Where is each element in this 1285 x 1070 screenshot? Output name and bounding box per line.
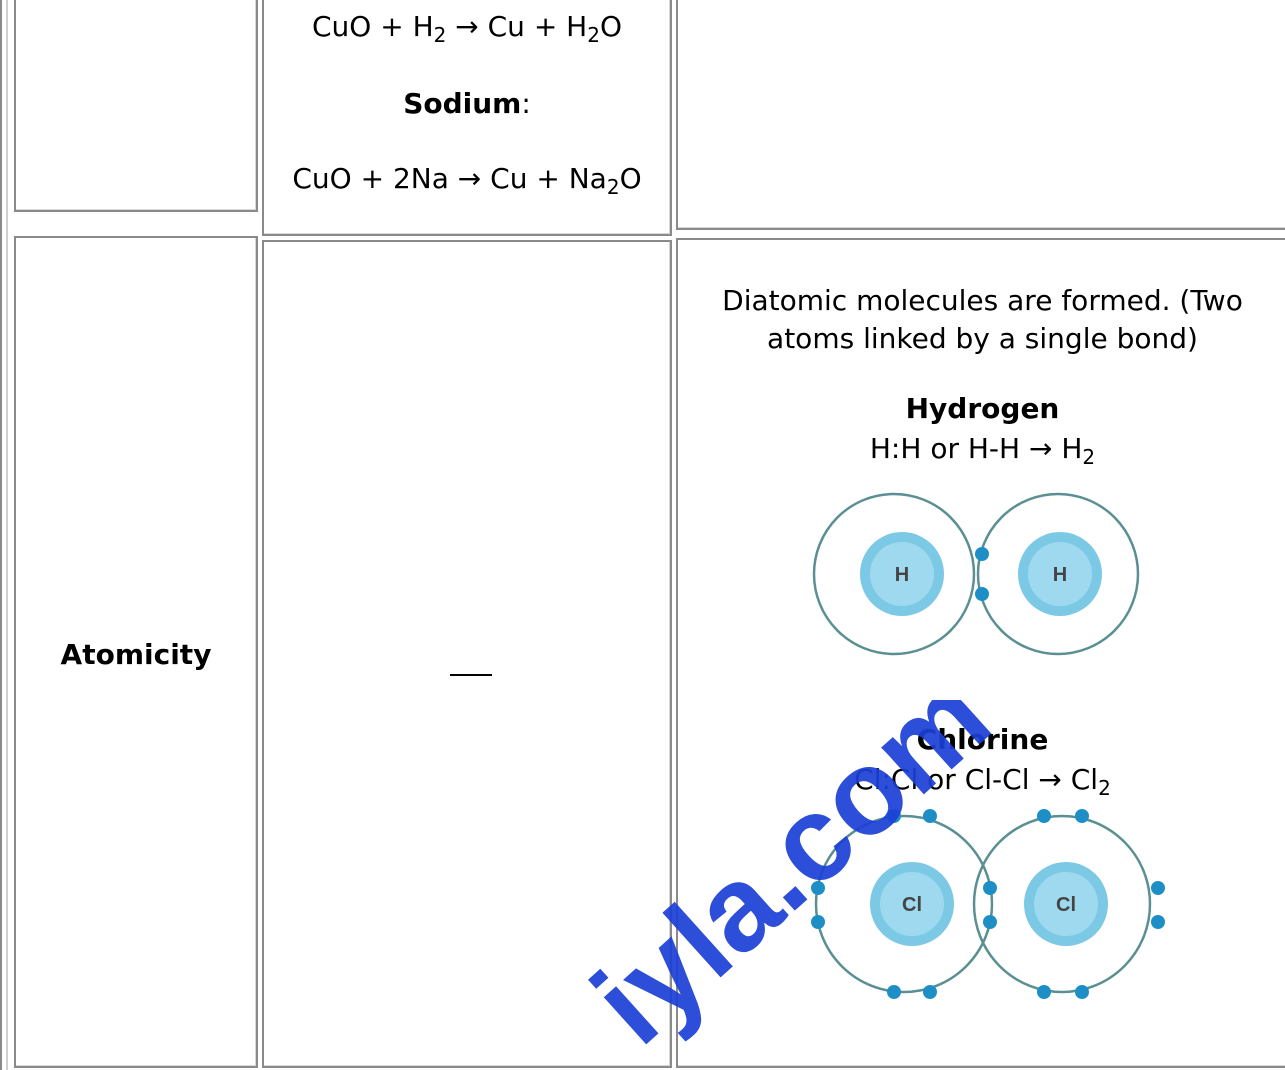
shared-electron-1 [975,547,989,561]
equation-sodium: CuO + 2Na → Cu + Na2O [292,162,642,199]
hydrogen-right-orbit [976,492,1140,656]
empty-value-dash [450,674,492,677]
hydrogen-right-label: H [1053,564,1067,586]
row2-property-cell: Atomicity [14,236,258,1068]
chlorine-shared-electron-1 [983,881,997,895]
hydrogen-left-orbit [812,492,976,656]
hydrogen-formula: H:H or H-H → H2 [869,432,1096,469]
shared-electron-2 [975,587,989,601]
property-label-atomicity: Atomicity [60,638,212,671]
chlorine-shared-electron-2 [983,915,997,929]
description-text: Diatomic molecules are formed. (Two atom… [722,284,1243,355]
hydrogen-left-label: H [895,564,909,586]
hydrogen-title: Hydrogen [905,392,1060,425]
chlorine-formula: Cl:Cl or Cl-Cl → Cl2 [854,763,1111,800]
row1-description-cell [676,0,1285,230]
chlorine-right-orbit [972,814,1152,994]
hydrogen-molecule-diagram: H H [812,492,1140,656]
chlorine-left-label: Cl [902,894,922,916]
table-outer-border [0,0,8,1070]
chlorine-left-orbit [814,814,994,994]
chlorine-right-label: Cl [1056,894,1076,916]
row2-description-cell: Diatomic molecules are formed. (Two atom… [676,238,1285,1068]
row1-property-cell [14,0,258,212]
row2-middle-cell [262,240,672,1068]
chlorine-title: Chlorine [916,723,1049,756]
chlorine-molecule-diagram: Cl Cl [811,809,1165,999]
sodium-heading: Sodium: [403,87,531,120]
equation-hydrogen: CuO + H2 → Cu + H2O [311,10,623,47]
row1-reaction-cell: CuO + H2 → Cu + H2O Sodium: CuO + 2Na → … [262,0,672,236]
